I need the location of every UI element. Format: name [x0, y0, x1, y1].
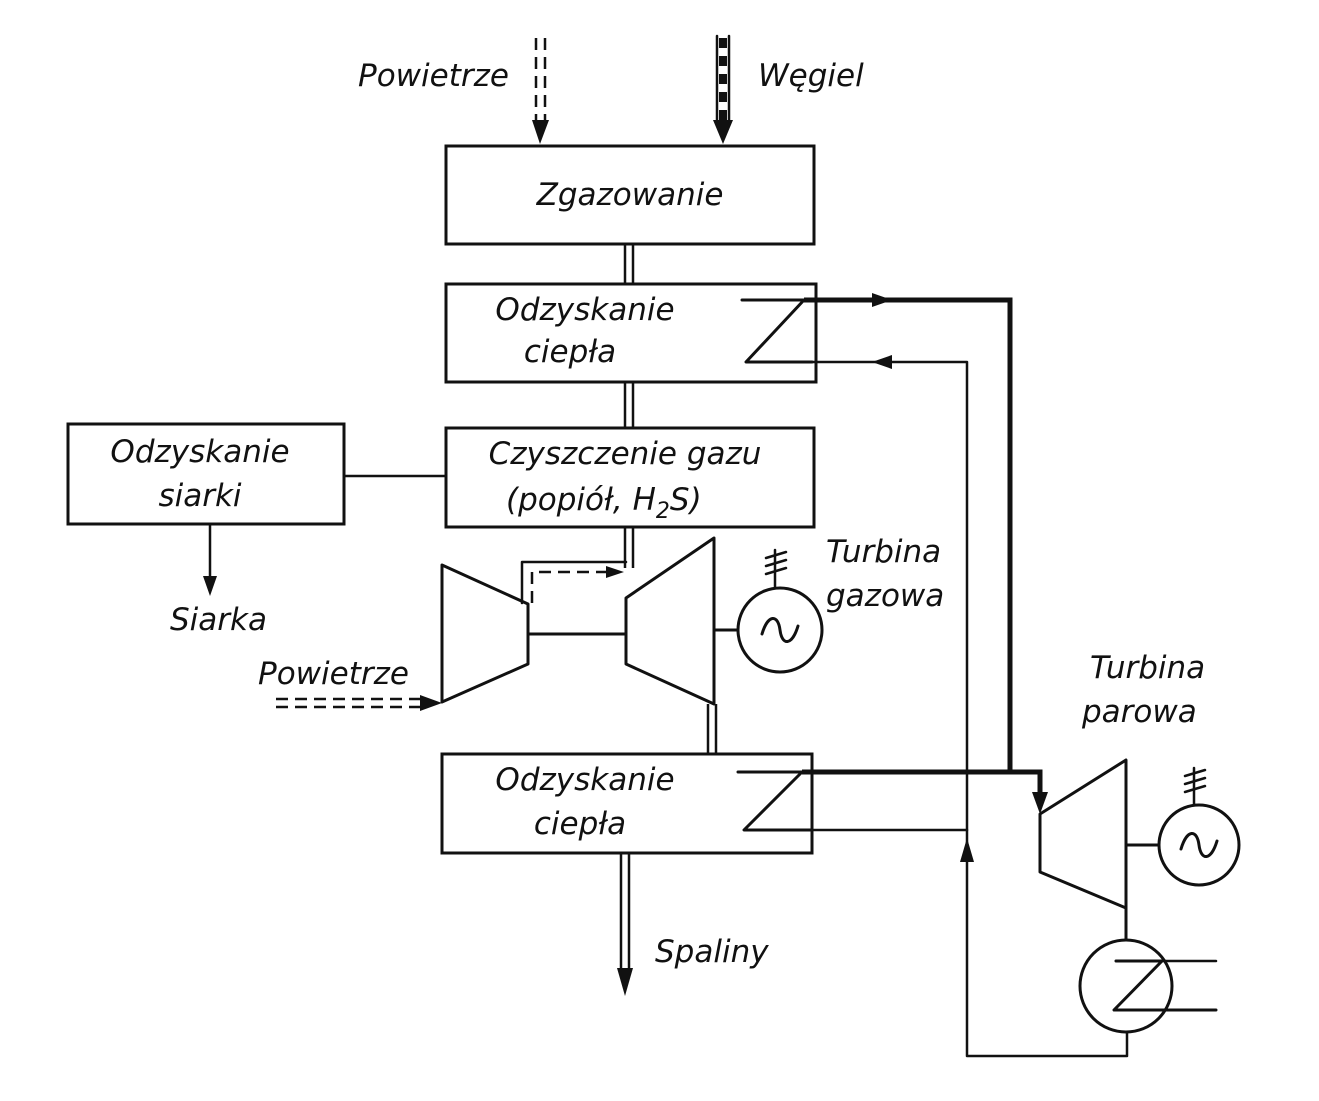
steam-turbine-label-line1: Turbina — [1090, 650, 1205, 686]
flue-gas-output — [617, 853, 633, 996]
gasification-block — [444, 144, 816, 246]
coal-label: Węgiel — [758, 58, 864, 94]
sulfur-label: Siarka — [170, 602, 267, 638]
air-top-label: Powietrze — [358, 58, 509, 94]
sulfur-output — [203, 522, 217, 596]
sulfur-recovery-line1: Odzyskanie — [110, 434, 289, 470]
heat-recovery-1-line1: Odzyskanie — [495, 292, 674, 328]
exhaust-pipe — [706, 704, 718, 754]
steam-turbine-shape — [1038, 758, 1128, 910]
condenser-icon — [1078, 938, 1218, 1034]
air-input-compressor — [276, 695, 442, 711]
gas-turbine-label-line2: gazowa — [826, 578, 944, 614]
sulfur-recovery-block — [66, 422, 346, 526]
gas-turbine-label-line1: Turbina — [826, 534, 941, 570]
steam-line-hr2-out — [802, 769, 1048, 814]
heat-recovery-1-line2: ciepła — [524, 334, 616, 370]
steam-generator-icon — [1157, 766, 1241, 887]
gas-cleaning-block — [444, 426, 816, 529]
air-compressor-label: Powietrze — [258, 656, 409, 692]
coal-input — [713, 34, 733, 144]
heat-exchanger-coil-icon — [740, 298, 814, 364]
sulfur-recovery-line2: siarki — [158, 478, 241, 514]
compressed-air-path — [520, 560, 628, 605]
heat-recovery-2-line1: Odzyskanie — [495, 762, 674, 798]
gas-turbine-shape — [624, 536, 716, 706]
flue-gas-label: Spaliny — [655, 934, 769, 970]
gas-cleaning-line1: Czyszczenie gazu — [489, 436, 762, 472]
feedwater-line-hr1-in — [810, 355, 1129, 1058]
steam-turbine-label-line2: parowa — [1081, 694, 1197, 730]
air-input-top — [532, 38, 549, 144]
heat-exchanger-coil-icon-2 — [736, 770, 814, 832]
gas-pipe — [623, 244, 635, 568]
gas-cleaning-line2: (popiół, H2S) — [506, 482, 702, 524]
gas-generator-icon — [736, 548, 824, 674]
gasification-label: Zgazowanie — [536, 177, 724, 213]
compressor-shape — [440, 563, 530, 704]
steam-line-hr1-out — [804, 293, 1013, 772]
heat-recovery-2-line2: ciepła — [534, 806, 626, 842]
